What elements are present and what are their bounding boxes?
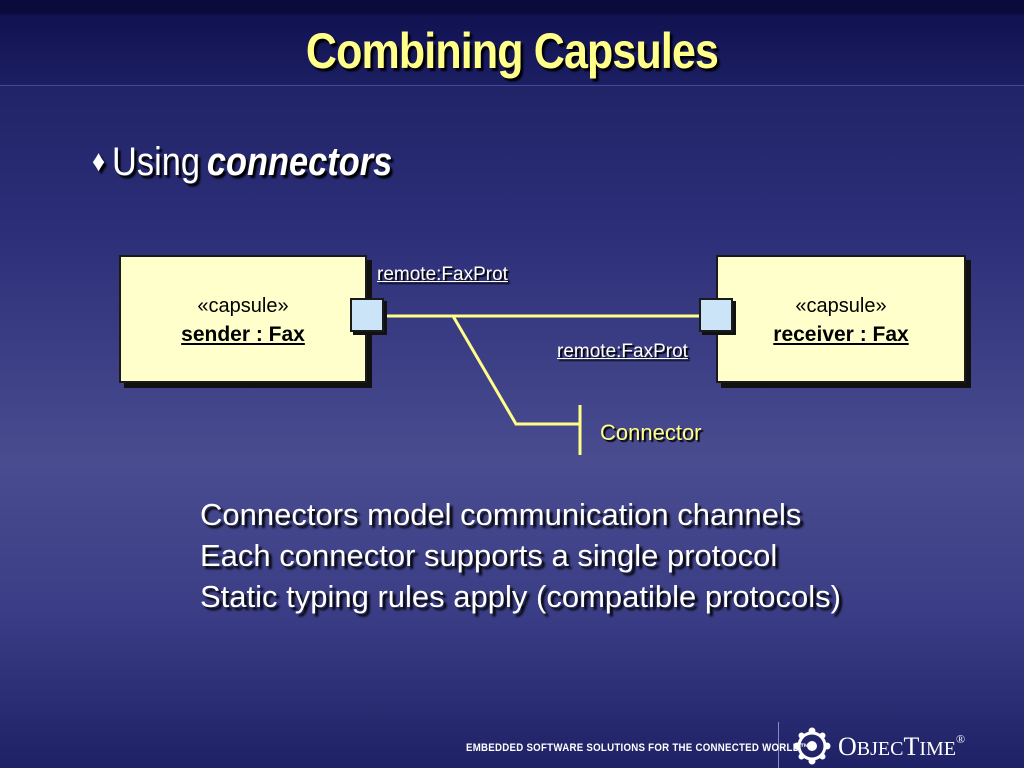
sender-port-label: remote:FaxProt <box>377 264 508 285</box>
diamond-bullet-icon: ♦ <box>92 145 106 178</box>
sender-port <box>350 298 384 332</box>
sender-capsule: «capsule» sender : Fax <box>119 255 367 383</box>
statements: Connectors model communication channels … <box>200 494 841 617</box>
statement-line: Each connector supports a single protoco… <box>200 538 778 573</box>
footer-divider <box>778 722 779 768</box>
top-bar <box>0 0 1024 14</box>
slide-title: Combining Capsules <box>305 23 719 79</box>
sender-stereotype: «capsule» <box>197 295 289 317</box>
receiver-port <box>699 298 733 332</box>
sender-name: sender : Fax <box>181 323 305 346</box>
objectime-logo-text: OBJECTIME® <box>838 732 966 761</box>
title-band <box>0 14 1024 86</box>
bullet-text: Using <box>112 140 200 184</box>
statement-line: Static typing rules apply (compatible pr… <box>200 579 841 614</box>
receiver-port-label: remote:FaxProt <box>557 341 688 362</box>
footer-tagline: EMBEDDED SOFTWARE SOLUTIONS FOR THE CONN… <box>466 742 810 754</box>
receiver-capsule: «capsule» receiver : Fax <box>716 255 966 383</box>
objectime-logo-icon <box>793 727 831 765</box>
receiver-stereotype: «capsule» <box>795 295 887 317</box>
receiver-name: receiver : Fax <box>773 323 909 346</box>
connector-callout-line <box>451 315 579 426</box>
connector-label: Connector <box>600 420 702 445</box>
bullet-emphasis: connectors <box>206 140 393 184</box>
statement-line: Connectors model communication channels <box>200 497 802 532</box>
